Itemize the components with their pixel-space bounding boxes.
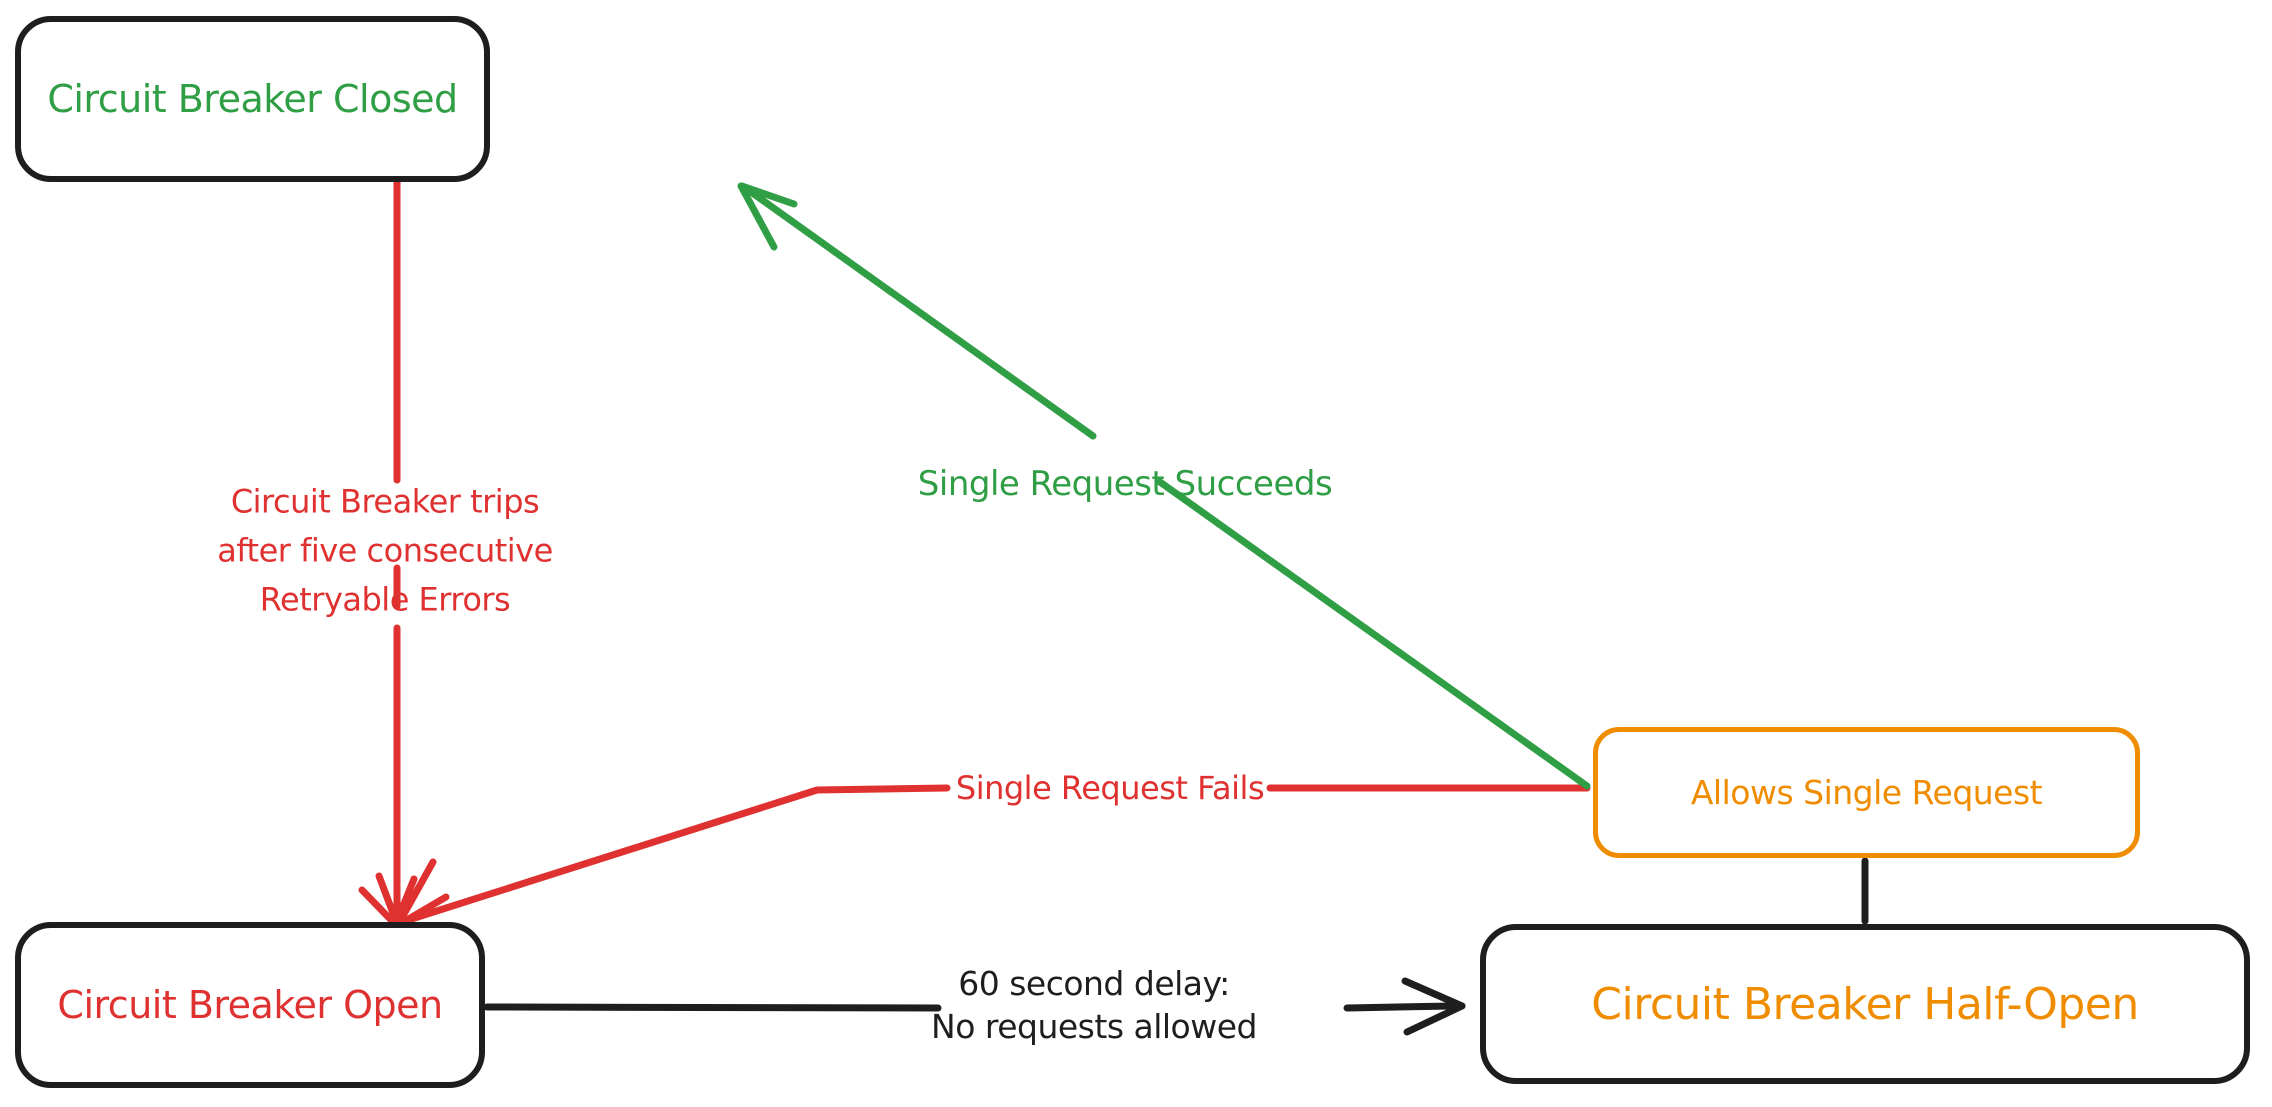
delay-arrowhead-icon — [1401, 977, 1466, 1036]
state-node-open-label: Circuit Breaker Open — [57, 983, 443, 1027]
edge-label-delay: 60 second delay: No requests allowed — [931, 962, 1257, 1048]
edge-fail — [395, 784, 1591, 928]
edge-label-trip: Circuit Breaker trips after five consecu… — [217, 478, 553, 625]
edge-label-fail: Single Request Fails — [955, 769, 1265, 807]
edge-label-trip-line1: Circuit Breaker trips — [230, 482, 540, 521]
state-node-allows-label: Allows Single Request — [1690, 773, 2043, 812]
edge-label-delay-line1: 60 second delay: — [958, 964, 1230, 1003]
edge-succeed — [737, 182, 1591, 790]
edge-delay — [483, 977, 1466, 1036]
edge-label-delay-line2: No requests allowed — [931, 1007, 1257, 1046]
edge-label-trip-line3: Retryable Errors — [259, 580, 511, 619]
state-node-allows-single-request: Allows Single Request — [1593, 727, 2140, 858]
state-node-half-open: Circuit Breaker Half-Open — [1480, 924, 2250, 1084]
state-node-open: Circuit Breaker Open — [15, 922, 485, 1088]
state-node-closed-label: Circuit Breaker Closed — [47, 77, 458, 121]
trip-arrowhead-icon — [358, 872, 418, 927]
edge-trip — [358, 176, 418, 927]
succeed-arrowhead-icon — [737, 182, 798, 251]
state-node-half-open-label: Circuit Breaker Half-Open — [1591, 978, 2139, 1030]
edge-label-succeed: Single Request Succeeds — [917, 464, 1333, 504]
edge-label-trip-line2: after five consecutive — [217, 531, 553, 570]
fail-arrowhead-icon — [395, 858, 450, 928]
state-node-closed: Circuit Breaker Closed — [15, 16, 490, 182]
